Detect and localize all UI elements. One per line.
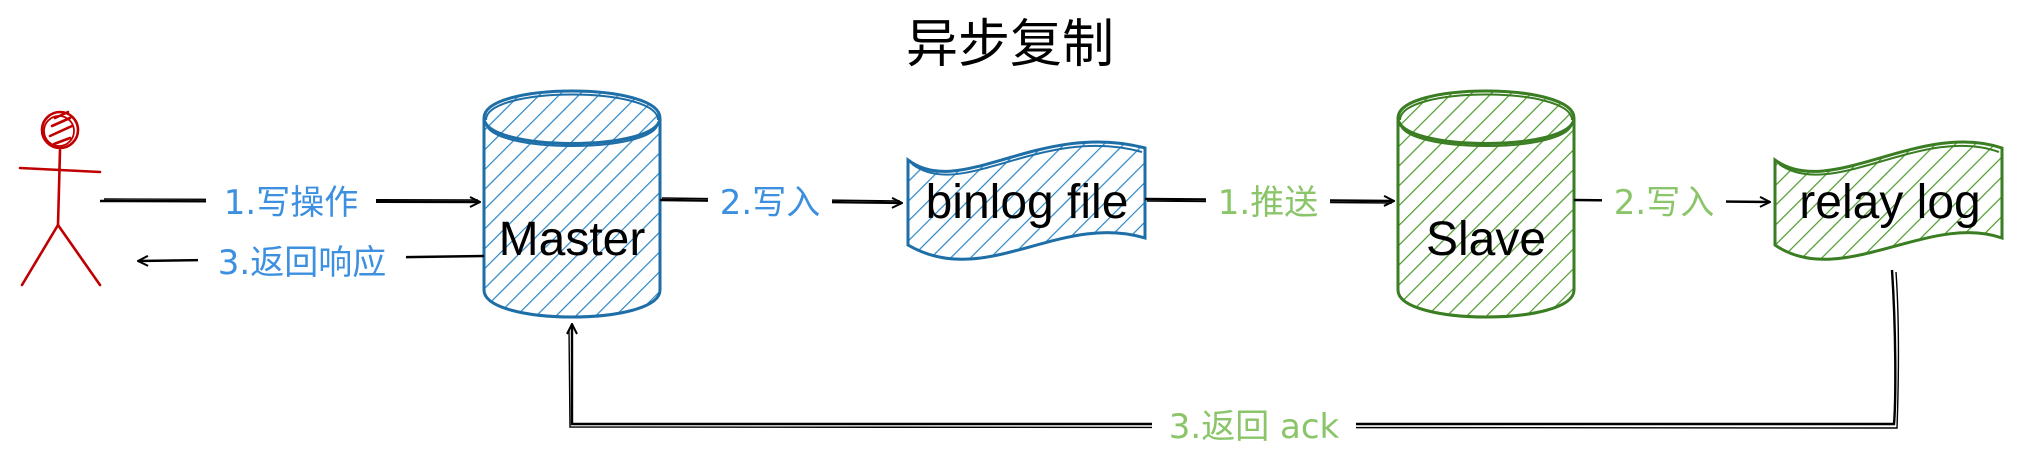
master-label: Master	[499, 213, 646, 266]
binlog-label: binlog file	[926, 176, 1129, 229]
push-label: 1.推送	[1218, 183, 1318, 223]
return-ack-arrow	[572, 269, 1897, 426]
user-actor-icon	[18, 110, 102, 287]
binlog-file: binlog file	[906, 140, 1147, 261]
relay-log: relay log	[1773, 140, 2004, 261]
relay-label: relay log	[1799, 176, 1980, 229]
master-database: Master	[482, 89, 662, 319]
edge-labels: 1.写操作 3.返回响应 2.写入 1.推送 2.写入 3.返回 ack	[198, 180, 1726, 448]
slave-write-label: 2.写入	[1614, 183, 1714, 223]
diagram-title: 异步复制	[906, 15, 1114, 75]
write-op-label: 1.写操作	[224, 183, 358, 223]
slave-label: Slave	[1426, 213, 1546, 266]
return-ack-label: 3.返回 ack	[1169, 407, 1340, 447]
return-response-label: 3.返回响应	[218, 243, 386, 283]
master-write-label: 2.写入	[720, 183, 820, 223]
slave-database: Slave	[1396, 89, 1576, 319]
